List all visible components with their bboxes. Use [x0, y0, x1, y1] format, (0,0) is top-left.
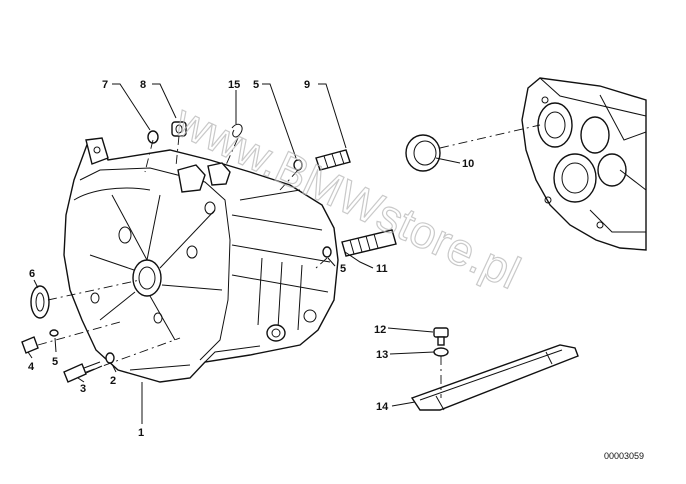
callout-10: 10	[462, 158, 474, 170]
callout-2: 2	[110, 375, 116, 387]
callout-5-top: 5	[253, 79, 259, 91]
callout-5-left: 5	[52, 356, 58, 368]
callout-labels: 7 8 15 5 9 10 11 5 6 4 5 3 2 1 12 13 14	[28, 79, 474, 439]
callout-9: 9	[304, 79, 310, 91]
rear-housing-partial	[521, 77, 647, 251]
callout-14: 14	[376, 401, 389, 413]
callout-1: 1	[138, 427, 144, 439]
assembly-lines	[37, 124, 541, 398]
callout-13: 13	[376, 349, 388, 361]
washer-right	[322, 246, 332, 258]
callout-11: 11	[376, 263, 388, 275]
callout-6: 6	[29, 268, 35, 280]
callout-3: 3	[80, 383, 86, 395]
callout-8: 8	[140, 79, 146, 91]
stud-11	[341, 229, 397, 257]
callout-7: 7	[102, 79, 108, 91]
washer-13	[433, 347, 449, 357]
bottom-cover-plate	[410, 344, 579, 411]
stud-9	[315, 149, 351, 171]
cap-nut	[21, 336, 39, 354]
screw-12	[433, 327, 449, 346]
washer-2	[105, 352, 115, 364]
seal-ring	[30, 285, 50, 319]
washer-7	[147, 130, 159, 144]
leader-lines	[27, 83, 461, 424]
drawing-reference-number: 00003059	[604, 451, 644, 461]
washer-left	[49, 329, 59, 337]
sealing-ring-10	[405, 134, 441, 172]
transmission-housing	[63, 137, 339, 383]
callout-5-right: 5	[340, 263, 346, 275]
bolt-3	[63, 363, 87, 383]
callout-15: 15	[228, 79, 240, 91]
clip-15	[231, 123, 243, 138]
callout-12: 12	[374, 324, 386, 336]
callout-4: 4	[28, 361, 35, 373]
